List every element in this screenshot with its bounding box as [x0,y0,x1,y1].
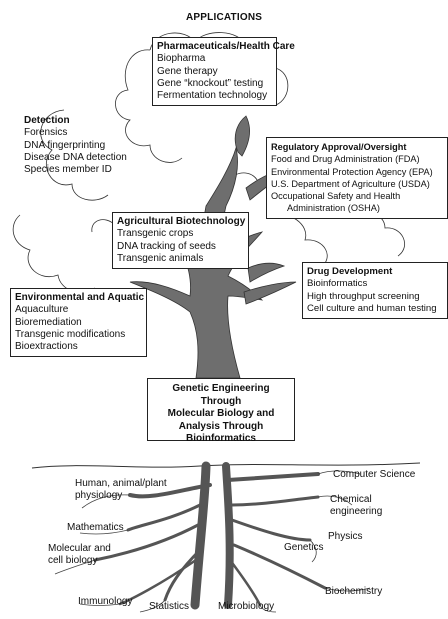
root-label-statistics: Statistics [149,601,190,612]
center-box: Genetic Engineering Through Molecular Bi… [147,378,295,444]
environmental-item: Transgenic modifications [15,328,126,340]
environmental-heading: Environmental and Aquatic [15,292,145,303]
pharma-item: Fermentation technology [157,90,268,102]
environmental-item: Aquaculture [15,304,69,316]
environmental-item: Bioextractions [15,341,78,353]
environmental-item: Bioremediation [15,316,82,328]
agricultural-item: Transgenic crops [117,228,194,240]
detection-heading: Detection [24,115,70,126]
detection-item: DNA fingerprinting [24,139,106,151]
pharma-item: Biopharma [157,53,206,65]
root-hairs [54,470,371,613]
pharma-heading: Pharmaceuticals/Health Care [157,41,295,52]
root-label-molecular: Molecular and cell biology [48,543,111,567]
root-label-microbiology: Microbiology [218,601,275,612]
root-label-immunology: Immunology [78,596,133,607]
root-label-computer-science: Computer Science [333,469,416,480]
regulatory-box: Regulatory Approval/Oversight Food and D… [266,137,448,219]
center-line: Molecular Biology and [167,408,275,419]
regulatory-item: Occupational Safety and Health [271,191,401,202]
root-label-line: Human, animal/plant [75,478,167,489]
drug-item: Bioinformatics [307,278,368,290]
root-label-chemical: Chemical engineering [330,494,382,518]
environmental-box: Environmental and Aquatic Aquaculture Bi… [10,288,147,358]
pharma-box: Pharmaceuticals/Health Care Biopharma Ge… [152,37,295,107]
agricultural-box: Agricultural Biotechnology Transgenic cr… [112,212,249,270]
regulatory-item: Food and Drug Administration (FDA) [271,154,420,165]
detection-item: Forensics [24,127,68,139]
root-label-line: Chemical [330,494,372,505]
agricultural-heading: Agricultural Biotechnology [117,216,246,227]
root-label-line: Molecular and [48,543,111,554]
pharma-item: Gene “knockout” testing [157,77,264,89]
center-line: Analysis Through [178,420,264,432]
ground-line [31,462,421,469]
drug-item: High throughput screening [307,290,420,302]
regulatory-item: Administration (OSHA) [287,203,380,214]
root-label-line: physiology [75,490,123,501]
drug-heading: Drug Development [307,266,393,277]
regulatory-item: U.S. Department of Agriculture (USDA) [271,178,430,189]
page-title: APPLICATIONS [186,12,263,23]
detection-item: Disease DNA detection [24,151,127,163]
root-label-physics: Physics [328,531,363,542]
regulatory-item: Environmental Protection Agency (EPA) [271,166,433,177]
root-label-human: Human, animal/plant physiology [75,478,167,502]
drug-box: Drug Development Bioinformatics High thr… [302,262,448,320]
center-line: Bioinformatics [185,433,256,444]
center-line: Genetic Engineering Through [172,383,270,407]
root-label-line: cell biology [48,555,98,566]
root-label-genetics: Genetics [284,542,324,553]
root-label-line: engineering [330,506,383,517]
detection-item: Species member ID [24,164,112,176]
tree-roots [93,461,327,610]
root-label-mathematics: Mathematics [67,522,124,533]
drug-item: Cell culture and human testing [307,302,437,314]
regulatory-heading: Regulatory Approval/Oversight [271,142,407,152]
root-label-biochemistry: Biochemistry [325,586,383,597]
agricultural-item: Transgenic animals [117,252,204,264]
detection-box: Detection Forensics DNA fingerprinting D… [20,112,127,179]
pharma-item: Gene therapy [157,65,218,77]
agricultural-item: DNA tracking of seeds [117,240,216,252]
